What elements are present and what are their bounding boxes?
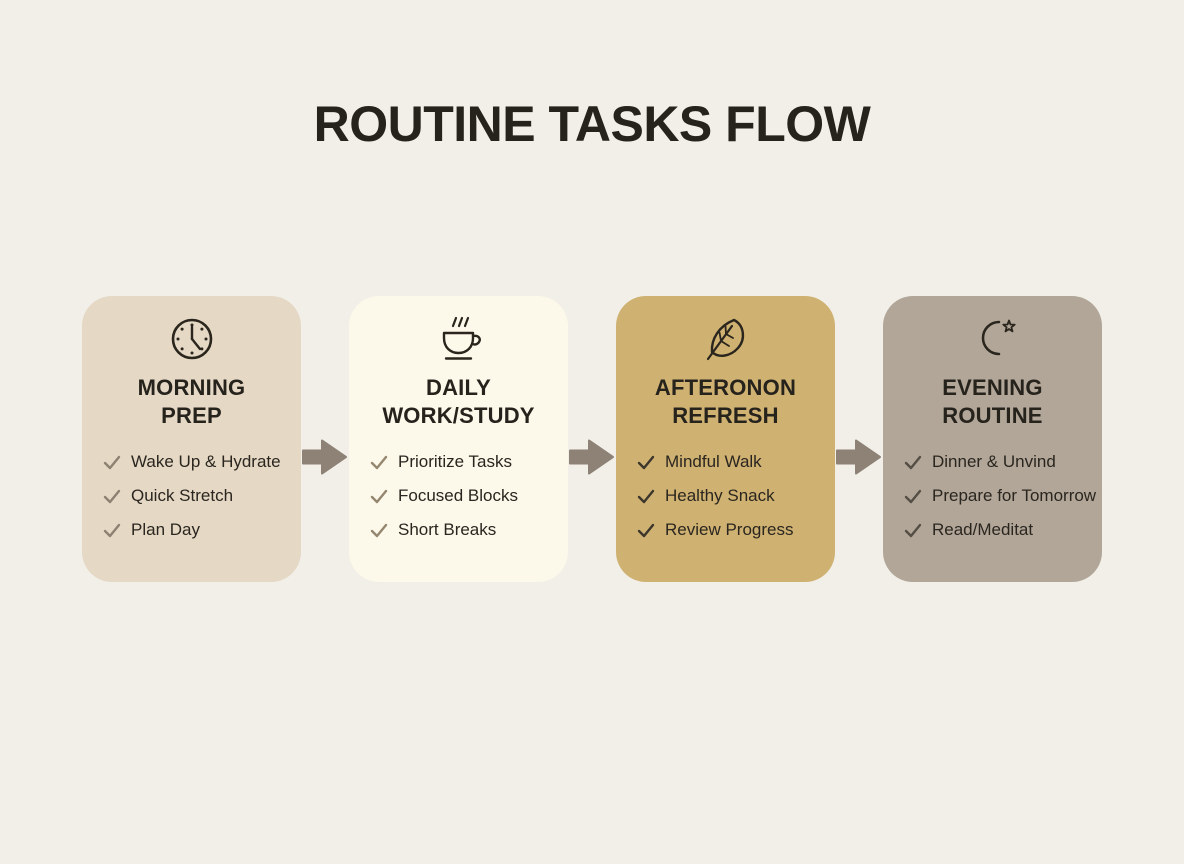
arrow-right-icon	[302, 435, 348, 484]
check-icon	[903, 453, 923, 471]
checklist-item: Read/Meditat	[903, 519, 1098, 541]
checklist-item: Mindful Walk	[636, 451, 831, 473]
checklist-item: Wake Up & Hydrate	[102, 451, 297, 473]
checklist-item: Dinner & Unvind	[903, 451, 1098, 473]
card-evening-routine: EVENING ROUTINE Dinner & Unvind Prepare …	[883, 295, 1102, 582]
checklist-item: Focused Blocks	[369, 485, 564, 507]
checklist-item: Short Breaks	[369, 519, 564, 541]
arrow-right-icon	[569, 435, 615, 484]
card-morning-prep: MORNING PREP Wake Up & Hydrate Quick Str…	[82, 295, 301, 582]
leaf-icon	[700, 312, 752, 366]
checklist-item-label: Review Progress	[665, 519, 794, 539]
check-icon	[636, 453, 656, 471]
checklist-item: Prioritize Tasks	[369, 451, 564, 473]
check-icon	[369, 487, 389, 505]
flow-connector	[301, 296, 349, 582]
check-icon	[369, 521, 389, 539]
check-icon	[636, 487, 656, 505]
check-icon	[102, 487, 122, 505]
checklist-item-label: Focused Blocks	[398, 485, 518, 505]
moon-star-icon	[967, 312, 1019, 366]
card-title: AFTERONON REFRESH	[654, 374, 797, 428]
check-icon	[636, 521, 656, 539]
checklist-item-label: Wake Up & Hydrate	[131, 451, 281, 471]
checklist-item-label: Dinner & Unvind	[932, 451, 1056, 471]
card-title: DAILY WORK/STUDY	[382, 374, 535, 428]
card-title: EVENING ROUTINE	[942, 374, 1043, 428]
check-icon	[903, 521, 923, 539]
card-daily-work-study: DAILY WORK/STUDY Prioritize Tasks Focuse…	[349, 295, 568, 582]
clock-icon	[166, 312, 218, 366]
page-title: ROUTINE TASKS FLOW	[313, 96, 871, 152]
checklist: Mindful Walk Healthy Snack Review Progre…	[616, 451, 835, 541]
checklist-item-label: Quick Stretch	[131, 485, 234, 505]
routine-flow-diagram: MORNING PREP Wake Up & Hydrate Quick Str…	[0, 295, 1184, 582]
check-icon	[369, 453, 389, 471]
check-icon	[102, 453, 122, 471]
checklist-item-label: Read/Meditat	[932, 519, 1034, 539]
arrow-right-icon	[836, 435, 882, 484]
checklist-item-label: Prioritize Tasks	[398, 451, 512, 471]
checklist-item: Healthy Snack	[636, 485, 831, 507]
card-title: MORNING PREP	[137, 374, 246, 428]
coffee-cup-icon	[433, 312, 485, 366]
checklist: Wake Up & Hydrate Quick Stretch Plan Day	[82, 451, 301, 541]
checklist-item: Prepare for Tomorrow	[903, 485, 1098, 507]
check-icon	[903, 487, 923, 505]
checklist: Dinner & Unvind Prepare for Tomorrow Rea…	[883, 451, 1102, 541]
checklist-item-label: Short Breaks	[398, 519, 497, 539]
checklist-item: Review Progress	[636, 519, 831, 541]
checklist-item-label: Prepare for Tomorrow	[932, 485, 1097, 505]
checklist-item: Plan Day	[102, 519, 297, 541]
checklist: Prioritize Tasks Focused Blocks Short Br…	[349, 451, 568, 541]
card-afternoon-refresh: AFTERONON REFRESH Mindful Walk Healthy S…	[616, 295, 835, 582]
checklist-item-label: Mindful Walk	[665, 451, 762, 471]
checklist-item-label: Plan Day	[131, 519, 200, 539]
checklist-item-label: Healthy Snack	[665, 485, 775, 505]
flow-connector	[568, 296, 616, 582]
check-icon	[102, 521, 122, 539]
checklist-item: Quick Stretch	[102, 485, 297, 507]
flow-connector	[835, 296, 883, 582]
